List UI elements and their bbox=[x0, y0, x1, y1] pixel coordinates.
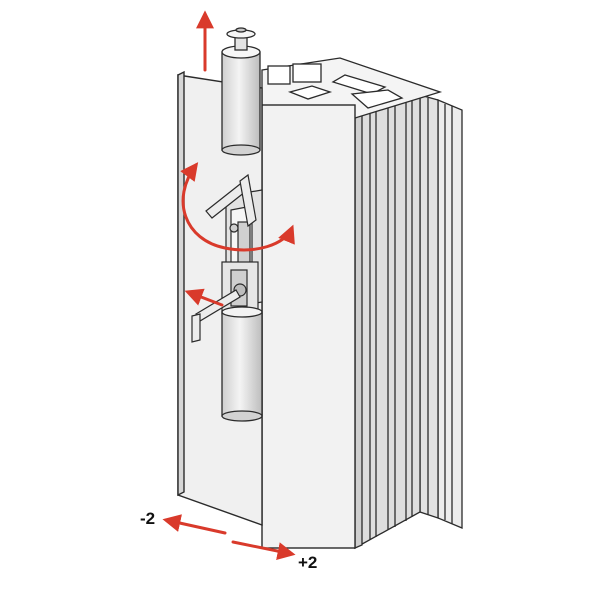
lateral-arrow-left bbox=[162, 514, 227, 535]
lower-allen-key bbox=[191, 289, 241, 343]
main-profile-front bbox=[261, 104, 356, 549]
label-plus: +2 bbox=[298, 553, 317, 572]
push-arrow bbox=[184, 288, 224, 307]
main-profile-side bbox=[354, 94, 421, 550]
upper-hinge-cylinder bbox=[221, 27, 261, 156]
lower-hinge-cylinder bbox=[221, 306, 263, 422]
lower-hinge-bracket bbox=[221, 261, 259, 315]
rear-profile bbox=[419, 94, 463, 529]
adjustment-arrows bbox=[162, 10, 296, 560]
lateral-arrow-right bbox=[231, 540, 296, 560]
label-minus: -2 bbox=[140, 509, 155, 528]
rotation-arrow bbox=[180, 162, 295, 252]
